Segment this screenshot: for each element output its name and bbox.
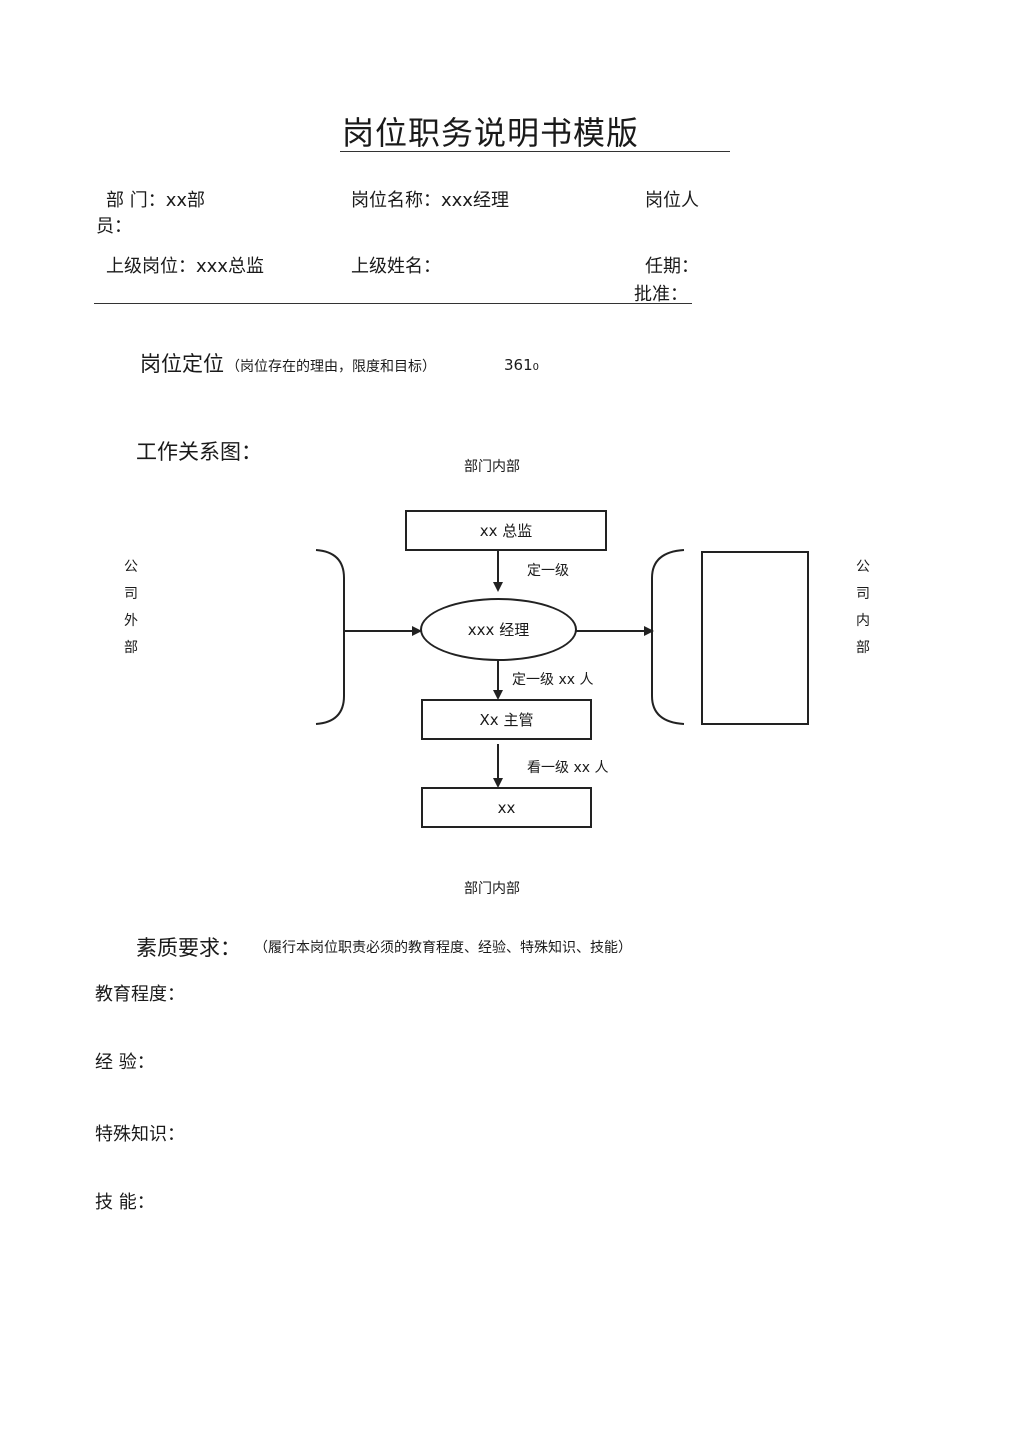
diagram-top-label: 部门内部	[464, 459, 520, 475]
skills-label: 技 能：	[95, 1192, 155, 1213]
internal-box	[701, 551, 809, 725]
quality-note: （履行本岗位职责必须的教育程度、经验、特殊知识、技能）	[254, 940, 632, 956]
position-staff-label: 岗位人	[645, 190, 699, 211]
left-side-label: 公司外部	[124, 559, 138, 656]
staff-box: xx	[421, 787, 592, 828]
arrow1-label: 定一级	[527, 563, 569, 579]
position-name-field: 岗位名称：xxx经理	[351, 190, 509, 211]
diagram-bottom-label: 部门内部	[464, 881, 520, 897]
term-field: 任期：	[645, 256, 699, 277]
arrow2-label: 定一级 xx 人	[512, 672, 594, 688]
experience-label: 经 验：	[95, 1052, 155, 1073]
page-title: 岗位职务说明书模版	[342, 114, 640, 152]
approval-field: 批准：	[634, 284, 688, 305]
manager-oval: xxx 经理	[420, 598, 577, 661]
diagram-heading: 工作关系图：	[136, 440, 262, 464]
title-underline	[340, 151, 730, 152]
position-staff-label-cont: 员：	[96, 216, 132, 237]
quality-label: 素质要求：	[136, 936, 241, 960]
positioning-value: 3610	[504, 356, 540, 374]
director-box: xx 总监	[405, 510, 607, 551]
knowledge-label: 特殊知识：	[95, 1124, 185, 1145]
supervisor-box: Xx 主管	[421, 699, 592, 740]
arrow3-label: 看一级 xx 人	[527, 760, 609, 776]
right-side-label: 公司内部	[856, 559, 870, 656]
right-brace	[651, 549, 685, 725]
positioning-note: （岗位存在的理由，限度和目标）	[226, 359, 436, 375]
education-label: 教育程度：	[95, 984, 185, 1005]
left-brace	[315, 549, 345, 725]
department-field: 部 门：xx部	[106, 190, 206, 211]
positioning-label: 岗位定位	[140, 352, 224, 376]
header-divider	[94, 303, 692, 304]
superior-name-field: 上级姓名：	[351, 256, 441, 277]
superior-position-field: 上级岗位：xxx总监	[106, 256, 264, 277]
